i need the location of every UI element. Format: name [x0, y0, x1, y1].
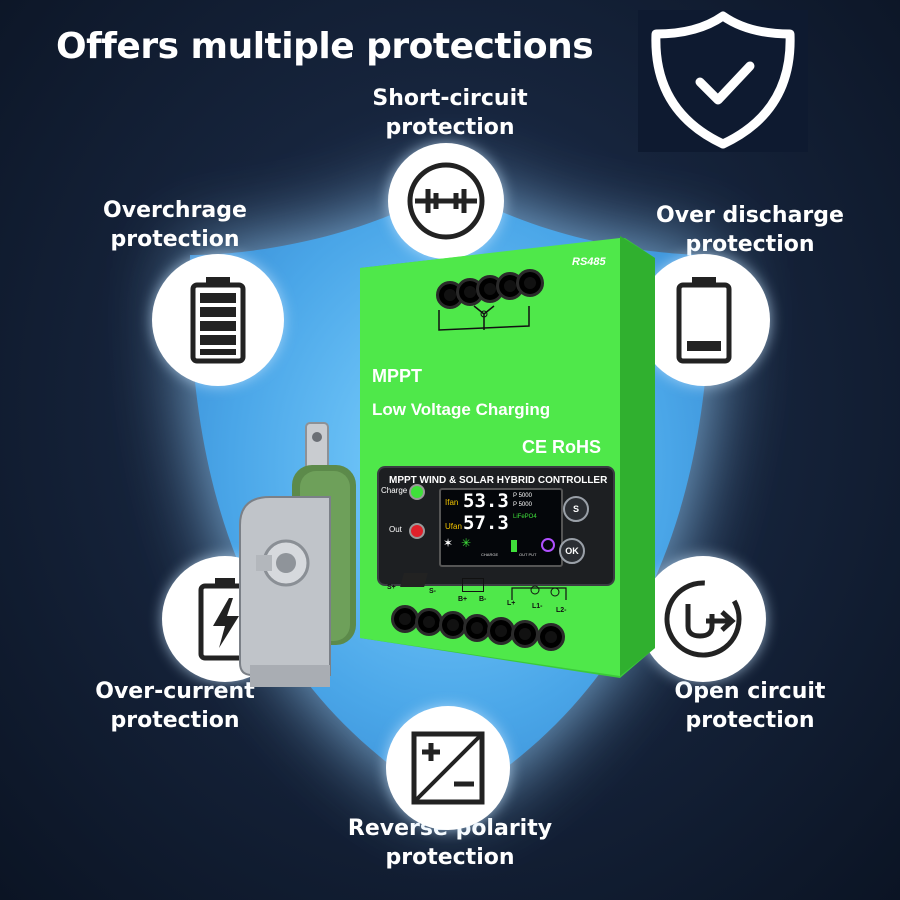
bottom-terminal: [511, 620, 539, 648]
overcharge-circle: [152, 254, 284, 386]
shield-check-icon: [651, 11, 795, 149]
terminal-l1-minus: L1-: [532, 603, 543, 610]
short-circuit-icon: [407, 162, 485, 240]
terminal-l2-minus: L2-: [556, 607, 567, 614]
short-circuit-circle: [388, 143, 504, 259]
terminal-s-plus: S+: [387, 584, 396, 591]
reverse-polarity-circle: [386, 706, 510, 830]
lcd-screen: Ifan Ufan 53.3 57.3 P 5000 P 5000 LiFePO…: [439, 488, 563, 567]
label-reverse-polarity: Reverse polarity protection: [347, 816, 553, 870]
panel-title: MPPT WIND & SOLAR HYBRID CONTROLLER: [389, 475, 608, 486]
lcd-value-2: 57.3: [463, 512, 509, 534]
charge-label: Charge: [381, 486, 408, 495]
lcd-p2: 5000: [518, 502, 532, 508]
terminal-l-plus: L+: [507, 600, 516, 607]
control-panel: MPPT WIND & SOLAR HYBRID CONTROLLER Char…: [377, 466, 615, 586]
charge-led: [409, 484, 425, 500]
lcd-ufan: Ufan: [445, 522, 462, 531]
label-overcharge: Overchrage protection: [103, 198, 247, 252]
s-button[interactable]: S: [563, 496, 589, 522]
label-open-circuit: Open circuit protection: [674, 679, 826, 733]
label-over-discharge: Over discharge protection: [656, 203, 844, 257]
label-short-circuit: Short-circuit protection: [372, 86, 528, 140]
lcd-ifan: Ifan: [445, 498, 459, 507]
polarity-icon: [411, 731, 485, 805]
shield-badge: [638, 10, 808, 152]
generator-bracket: [239, 422, 356, 687]
over-discharge-circle: [638, 254, 770, 386]
lcd-charge: CHARGE: [481, 552, 499, 557]
lcd-p2-label: P: [513, 502, 517, 508]
label-over-current: Over-current protection: [95, 679, 255, 733]
lcd-battery-type: LiFePO4: [513, 514, 537, 520]
lcd-battery-icon: [511, 540, 517, 552]
full-battery-icon: [190, 277, 246, 364]
charge-arrows-icon: ✳: [461, 536, 472, 550]
terminal-b-plus: B+: [458, 596, 468, 603]
lcd-value-1: 53.3: [463, 490, 509, 512]
bulb-icon: [541, 538, 555, 552]
wind-wiring-icon: [438, 305, 530, 331]
cert-label: CE RoHS: [522, 437, 602, 457]
ok-button[interactable]: OK: [559, 538, 585, 564]
rs485-label: RS485: [572, 256, 606, 268]
sun-icon: ✶: [443, 536, 454, 550]
page-title: Offers multiple protections: [56, 26, 594, 67]
open-circuit-icon: [664, 580, 742, 658]
terminal-b-minus: B-: [479, 596, 487, 603]
low-voltage-label: Low Voltage Charging: [372, 400, 551, 419]
bottom-terminal: [463, 614, 491, 642]
solar-panel-icon: [400, 573, 428, 587]
battery-terminal-icon: [462, 578, 484, 592]
mppt-label: MPPT: [372, 366, 423, 386]
low-battery-icon: [676, 277, 732, 364]
open-circuit-circle: [640, 556, 766, 682]
lcd-p1-label: P: [513, 493, 517, 499]
load-wiring-icon: [511, 585, 567, 600]
out-led: [409, 523, 425, 539]
lcd-output: OUT PUT: [519, 552, 537, 557]
terminal-s-minus: S-: [429, 588, 436, 595]
lcd-p1: 5000: [518, 493, 532, 499]
bottom-terminal: [537, 623, 565, 651]
out-label: Out: [389, 525, 402, 534]
top-terminal: [516, 269, 544, 297]
